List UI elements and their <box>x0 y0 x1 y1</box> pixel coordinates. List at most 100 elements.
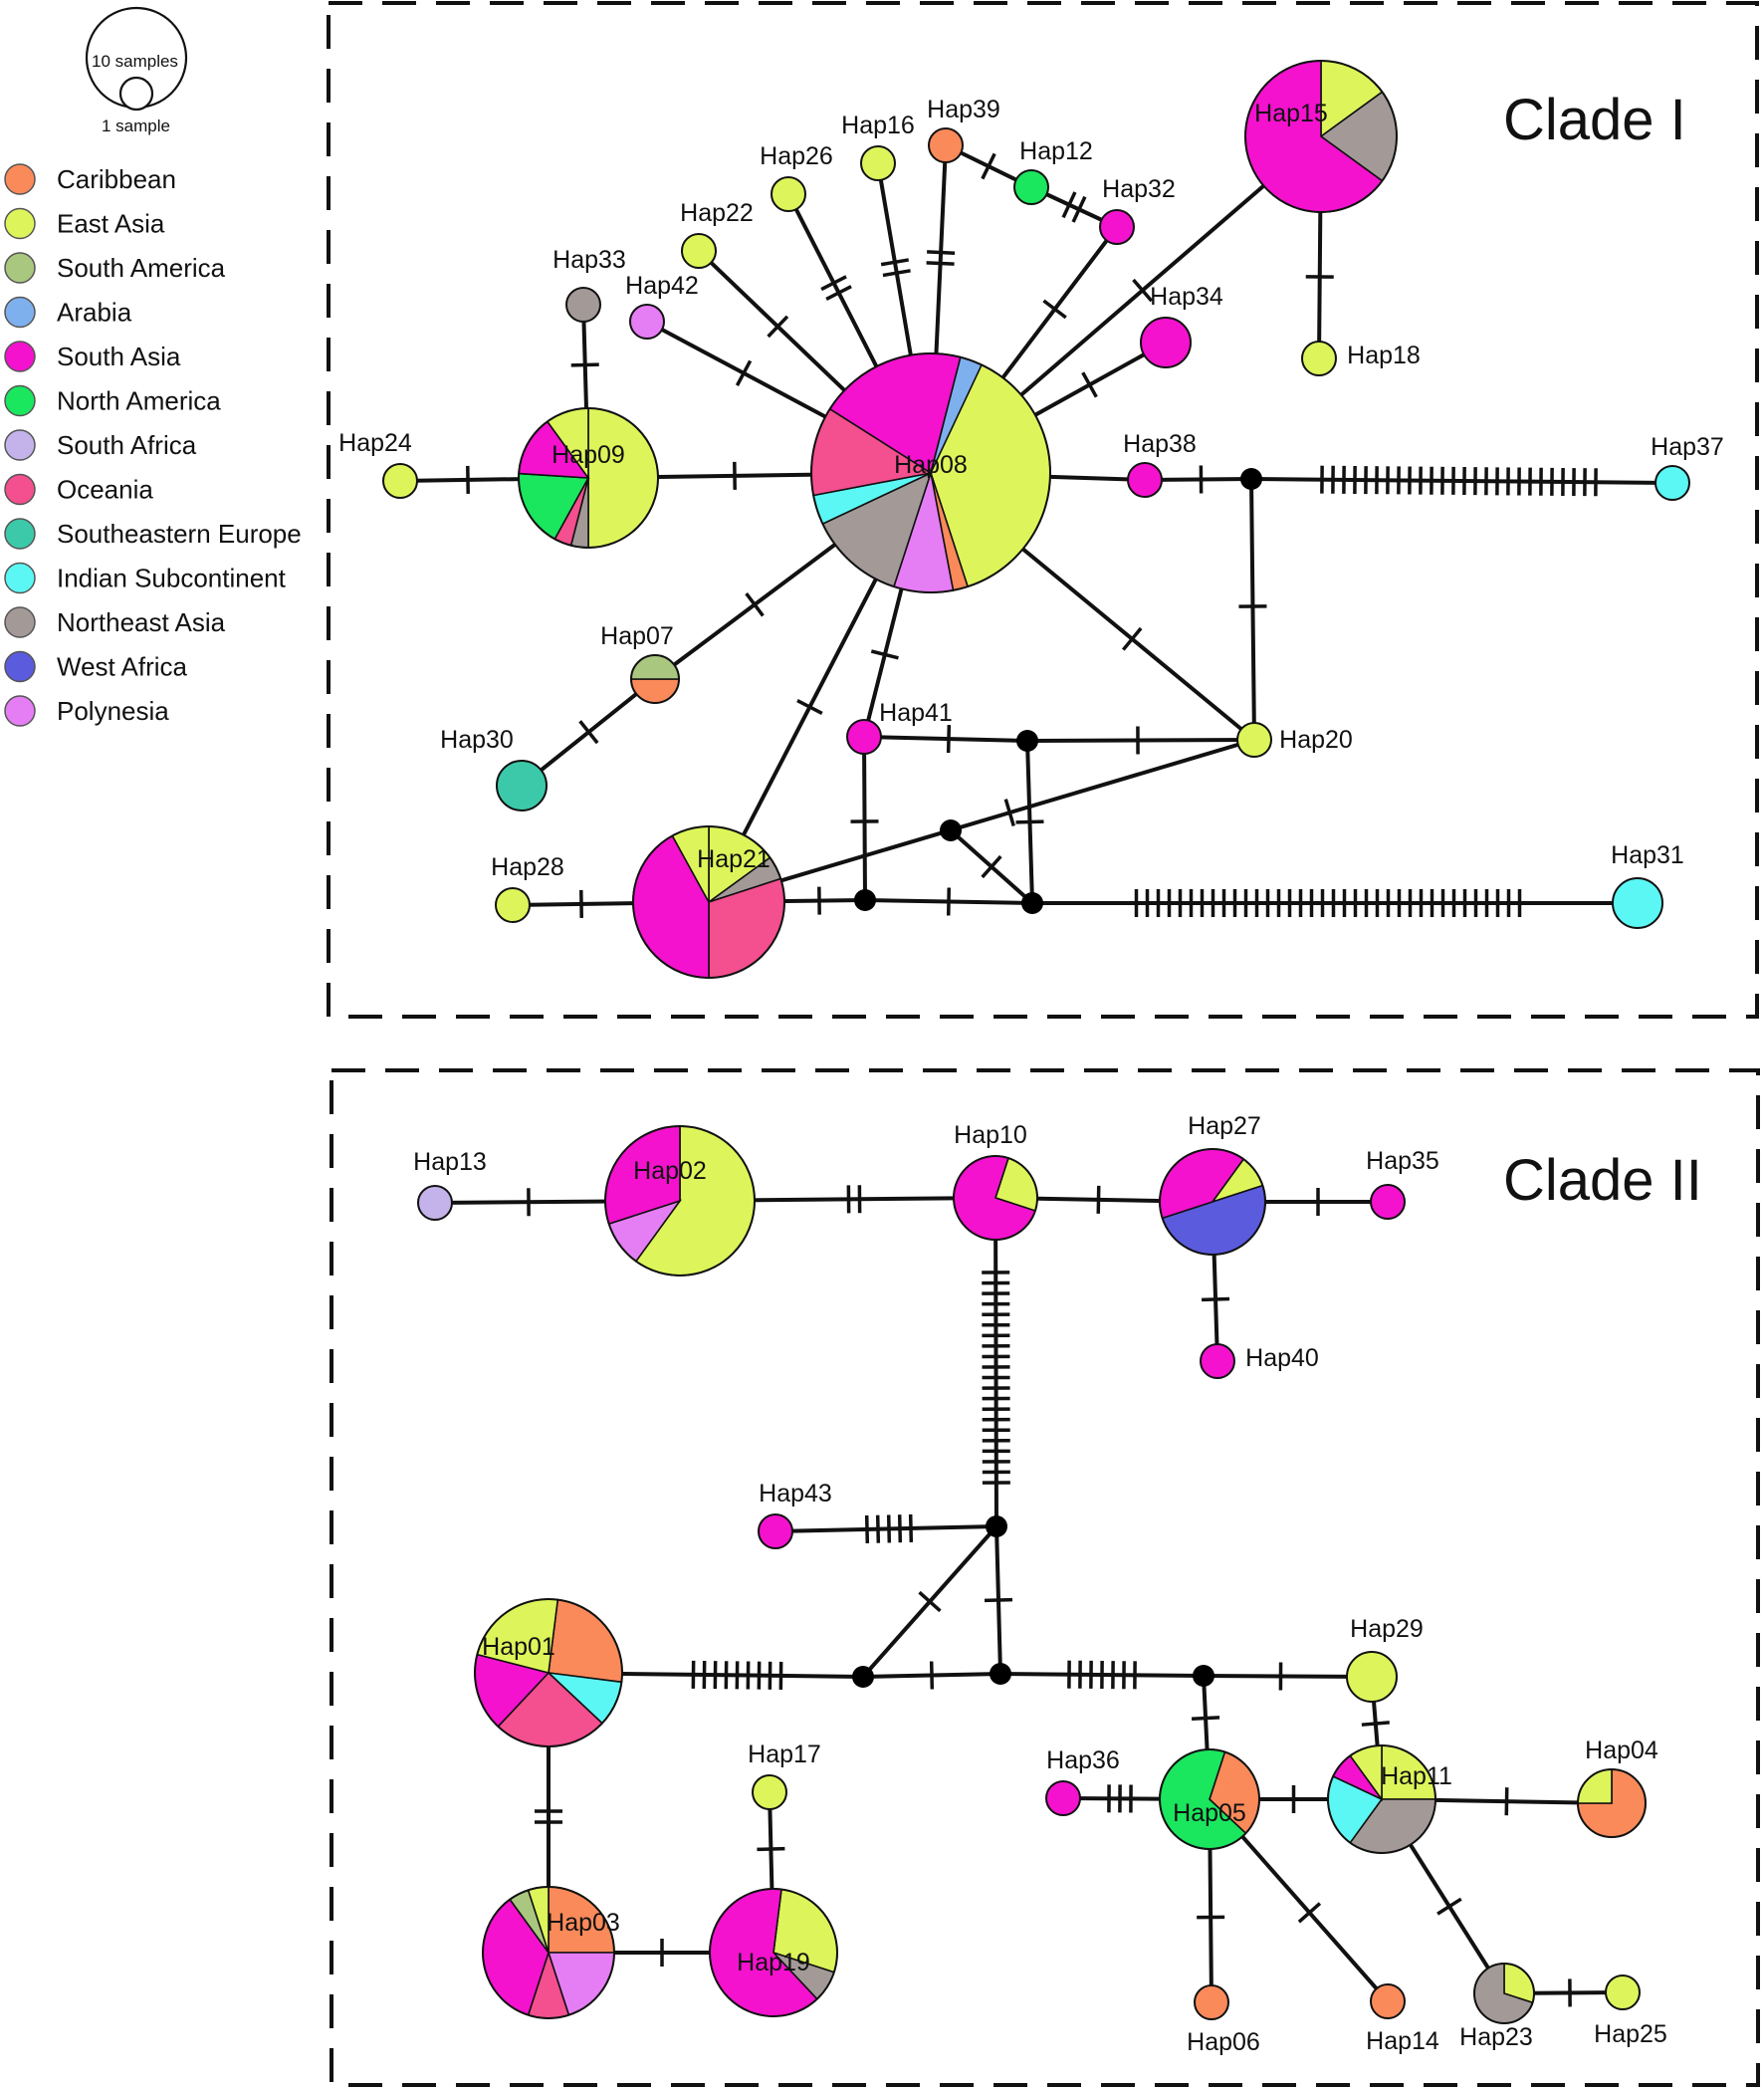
legend-swatch-car <box>4 163 36 195</box>
pie-slice-pol <box>630 305 664 339</box>
node-hap35 <box>1370 1184 1406 1220</box>
legend-swatch-ara <box>4 296 36 329</box>
node-hap04 <box>1577 1768 1647 1838</box>
label-hap02: Hap02 <box>633 1157 707 1185</box>
node-outline <box>518 407 659 549</box>
legend-swatch-nea <box>4 606 36 638</box>
pie-slice-car <box>1371 1984 1405 2018</box>
node-outline <box>1236 722 1272 758</box>
node-outline <box>1327 1744 1436 1854</box>
label-hap10: Hap10 <box>954 1121 1027 1149</box>
edge-line <box>862 736 867 901</box>
node-outline <box>1244 60 1398 213</box>
size-legend: 10 samples 1 sample <box>85 6 188 135</box>
legend-item-saf: South Africa <box>4 429 197 461</box>
pie-slice-eas <box>682 234 716 268</box>
median-vector-mv7 <box>852 1666 874 1688</box>
pie-slice-eas <box>753 1775 786 1809</box>
clade-i-box <box>327 1 1759 1019</box>
label-hap12: Hap12 <box>1019 137 1093 165</box>
node-outline <box>629 304 665 340</box>
label-hap39: Hap39 <box>927 96 1000 123</box>
node-hap06 <box>1194 1984 1229 2020</box>
mutation-tick <box>735 359 753 386</box>
node-outline <box>1654 465 1690 501</box>
node-outline <box>1140 317 1192 368</box>
pie-slice-sas <box>1100 210 1134 244</box>
node-outline <box>758 1513 793 1549</box>
pie-slice-eas <box>1237 723 1271 757</box>
mutation-tick <box>1297 1902 1322 1924</box>
legend-label-eas: East Asia <box>57 209 165 239</box>
mutation-tick <box>1003 799 1015 827</box>
node-outline <box>495 887 531 923</box>
mutation-tick <box>984 1597 1013 1603</box>
haplotype-nodes <box>382 60 1690 2024</box>
legend-label-see: Southeastern Europe <box>57 519 302 549</box>
node-outline <box>1159 1748 1260 1850</box>
node-hap24 <box>382 463 418 499</box>
node-hap26 <box>771 176 806 212</box>
pie-slice-eas <box>1302 342 1336 375</box>
node-hap14 <box>1370 1983 1406 2019</box>
clade-i-label: Clade I <box>1503 88 1686 152</box>
mutation-tick <box>1361 1721 1390 1727</box>
node-hap05 <box>1159 1748 1260 1850</box>
node-outline <box>565 287 601 323</box>
pie-slice-eas <box>383 464 417 498</box>
node-outline <box>604 1125 756 1276</box>
node-hap36 <box>1045 1780 1081 1816</box>
pie-slice-sas <box>1046 1781 1080 1815</box>
pie-slice-eas <box>772 177 805 211</box>
node-outline <box>928 127 964 163</box>
mutation-tick <box>886 1514 892 1543</box>
mutation-tick <box>926 261 955 266</box>
legend-item-sam: South America <box>4 252 226 284</box>
label-hap32: Hap32 <box>1102 175 1176 203</box>
edge-line <box>993 1197 998 1527</box>
mutation-tick <box>1042 299 1067 320</box>
node-outline <box>1013 169 1049 205</box>
node-hap22 <box>681 233 717 269</box>
node-hap03 <box>482 1886 615 2019</box>
label-hap08: Hap08 <box>894 451 968 479</box>
node-hap19 <box>709 1888 838 2017</box>
node-hap02 <box>604 1125 756 1276</box>
mutation-tick <box>745 591 765 617</box>
legend-label-oce: Oceania <box>57 475 153 505</box>
node-outline <box>1194 1984 1229 2020</box>
label-hap42: Hap42 <box>625 272 699 300</box>
legend-swatch-oce <box>4 473 36 506</box>
edge-line <box>1250 477 1673 485</box>
pie-slice-car <box>630 678 680 704</box>
legend-swatch-ind <box>4 562 36 594</box>
mutation-tick <box>908 1513 914 1542</box>
node-outline <box>1605 1974 1641 2010</box>
label-hap18: Hap18 <box>1347 342 1421 369</box>
clade-ii-box <box>330 1068 1760 2087</box>
label-hap28: Hap28 <box>491 853 564 881</box>
size-legend-large-label: 10 samples <box>92 52 178 71</box>
legend-item-see: Southeastern Europe <box>4 518 302 550</box>
mutation-tick <box>820 275 847 292</box>
label-hap34: Hap34 <box>1150 283 1223 311</box>
node-hap10 <box>953 1155 1038 1241</box>
edge-line <box>1249 478 1256 741</box>
legend-item-eas: East Asia <box>4 207 165 240</box>
pie-slice-car <box>1195 1985 1228 2019</box>
mutation-tick <box>882 269 911 278</box>
mutation-tick <box>880 258 910 267</box>
legend-swatch-saf <box>4 429 36 461</box>
pie-slice-car <box>929 128 963 162</box>
pie-slice-car <box>548 1598 623 1684</box>
pie-slice-ind <box>1613 878 1662 928</box>
node-hap38 <box>1127 462 1163 498</box>
legend-item-car: Caribbean <box>4 163 176 195</box>
mutation-tick <box>981 854 1002 879</box>
median-vector-mv3 <box>854 889 876 911</box>
edge-mv1-Hap37 <box>1250 465 1673 497</box>
label-hap41: Hap41 <box>879 699 953 727</box>
mutation-tick <box>1061 191 1077 219</box>
